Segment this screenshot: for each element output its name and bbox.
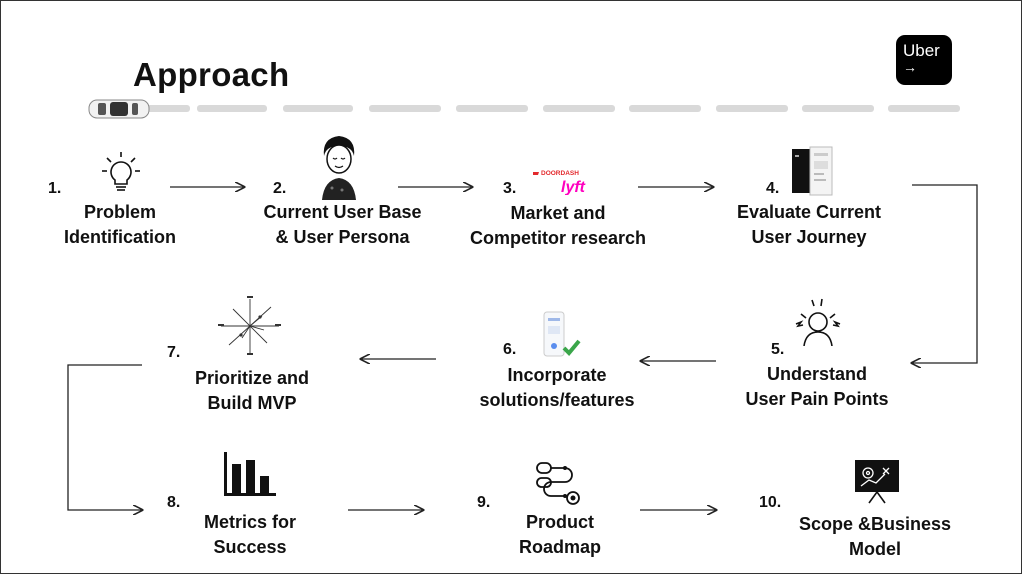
frustrated-user-icon — [795, 298, 841, 346]
road-segment — [716, 105, 788, 112]
roadmap-icon — [536, 462, 580, 505]
step-label: Current User Base& User Persona — [263, 202, 422, 247]
step-number: 3. — [503, 180, 517, 197]
step-number: 4. — [766, 180, 780, 197]
bar-chart-icon — [224, 452, 276, 496]
step-number: 7. — [167, 344, 181, 361]
step-number: 6. — [503, 341, 517, 358]
car-icon — [88, 99, 150, 119]
competitor-logos-icon: DOORDASH lyft — [533, 170, 586, 195]
prioritization-matrix-icon — [218, 296, 281, 355]
road-segment — [456, 105, 528, 112]
road-segment — [802, 105, 874, 112]
phone-check-icon — [543, 311, 581, 357]
presentation-board-icon — [855, 460, 899, 504]
arrow-7-8 — [67, 364, 142, 510]
step-number: 1. — [48, 180, 62, 197]
road-segment — [888, 105, 960, 112]
arrow-4-5 — [912, 184, 978, 363]
uber-logo-text: Uber — [903, 41, 940, 60]
step-number: 9. — [477, 494, 491, 511]
user-persona-icon — [322, 136, 356, 200]
step-number: 8. — [167, 494, 181, 511]
doordash-logo-text: DOORDASH — [541, 170, 579, 177]
step-number: 2. — [273, 180, 287, 197]
road-segment — [197, 105, 267, 112]
step-number: 10. — [759, 494, 782, 511]
light-bulb-icon — [102, 152, 140, 191]
uber-logo: Uber → — [896, 35, 952, 85]
road-segment — [543, 105, 615, 112]
road-segment — [369, 105, 441, 112]
uber-logo-arrow: → — [903, 59, 917, 75]
app-screens-icon — [792, 146, 833, 196]
road-segment — [629, 105, 701, 112]
lyft-logo-text: lyft — [561, 179, 586, 195]
road-segment — [110, 105, 190, 112]
page-title: Approach — [133, 56, 290, 93]
road-segment — [283, 105, 353, 112]
step-number: 5. — [771, 341, 785, 358]
